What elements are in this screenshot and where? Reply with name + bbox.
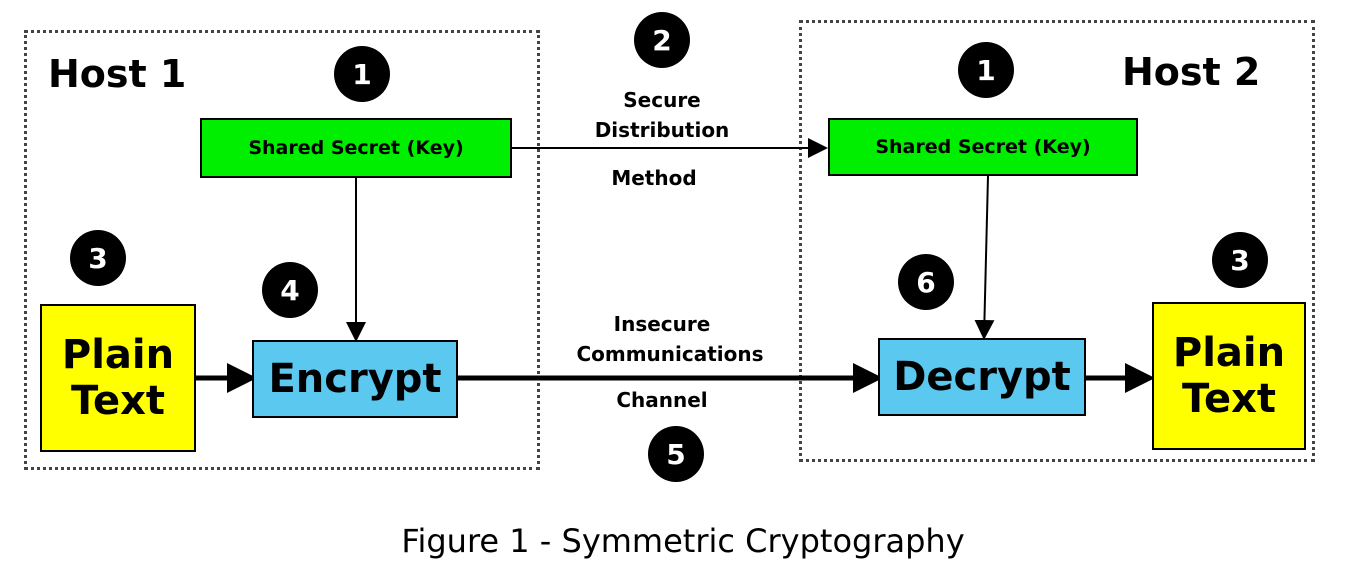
- host1-plaintext-step-badge: 3: [70, 230, 126, 286]
- insecure-channel-step-badge: 5: [648, 426, 704, 482]
- host1-plaintext-label: Plain Text: [61, 332, 175, 424]
- host1-plaintext-box: Plain Text: [40, 304, 196, 452]
- host2-shared-secret-box: Shared Secret (Key): [828, 118, 1138, 176]
- host1-shared-secret-box: Shared Secret (Key): [200, 118, 512, 178]
- host2-decrypt-step-badge: 6: [898, 254, 954, 310]
- host2-plaintext-label: Plain Text: [1172, 330, 1286, 422]
- host2-boundary: [799, 20, 1315, 462]
- secure-channel-label-line1: Secure: [623, 88, 701, 112]
- encrypt-box: Encrypt: [252, 340, 458, 418]
- host1-boundary: [24, 30, 540, 470]
- host1-key-step-badge: 1: [334, 46, 390, 102]
- insecure-channel-label-line3: Channel: [616, 388, 708, 412]
- host2-title: Host 2: [1122, 50, 1261, 94]
- insecure-channel-label-line1: Insecure: [613, 312, 711, 336]
- secure-channel-label-line2: Distribution: [594, 118, 730, 142]
- host1-encrypt-step-badge: 4: [262, 262, 318, 318]
- secure-channel-step-badge: 2: [634, 12, 690, 68]
- decrypt-box: Decrypt: [878, 338, 1086, 416]
- host2-key-step-badge: 1: [958, 42, 1014, 98]
- host1-title: Host 1: [48, 52, 187, 96]
- host2-key-to-decrypt-arrow: [974, 175, 995, 340]
- insecure-channel-label-line2: Communications: [576, 342, 764, 366]
- host2-plaintext-box: Plain Text: [1152, 302, 1306, 450]
- figure-caption: Figure 1 - Symmetric Cryptography: [401, 522, 965, 560]
- host2-plaintext-step-badge: 3: [1212, 232, 1268, 288]
- secure-channel-label-line3: Method: [611, 166, 697, 190]
